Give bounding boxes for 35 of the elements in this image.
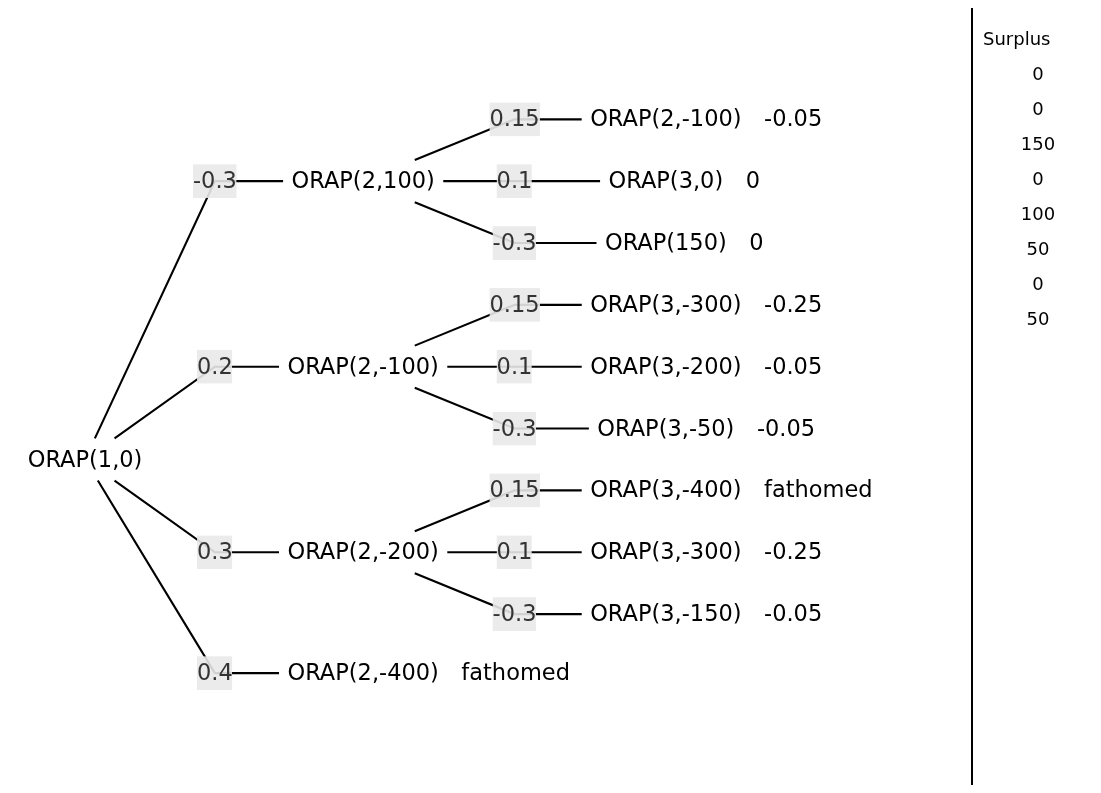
surplus-value: 50 — [1025, 238, 1051, 259]
state-label: ORAP(3,-150) — [590, 600, 742, 627]
value-label: -0.05 — [764, 600, 823, 627]
state-label: ORAP(2,100) — [291, 167, 435, 195]
surplus-value: 150 — [1019, 133, 1057, 154]
state-label: ORAP(1,0) — [27, 445, 143, 473]
value-label: -0.25 — [764, 291, 823, 318]
state-label: ORAP(3,-400) — [590, 476, 742, 504]
branch-line — [96, 480, 279, 675]
branch-line — [93, 180, 284, 440]
state-label: ORAP(3,0) — [608, 167, 724, 195]
value-label: 0 — [745, 167, 760, 195]
state-label: ORAP(3,-300) — [590, 291, 742, 318]
value-label: -0.05 — [756, 414, 816, 442]
state-label: ORAP(2,-100) — [287, 352, 439, 380]
value-label: -0.05 — [764, 352, 823, 380]
state-label: ORAP(2,-100) — [590, 105, 742, 133]
state-label: ORAP(2,-400) — [287, 659, 439, 687]
surplus-value: 100 — [1019, 203, 1057, 224]
state-label: ORAP(3,-200) — [590, 352, 742, 380]
state-label: ORAP(150) — [604, 229, 727, 256]
value-label: -0.25 — [764, 538, 823, 566]
value-label: 0 — [749, 229, 764, 256]
surplus-value: 0 — [1031, 273, 1045, 294]
surplus-value: 0 — [1031, 168, 1045, 189]
surplus-value: 50 — [1025, 308, 1051, 329]
surplus-value: 0 — [1031, 98, 1045, 119]
value-label: fathomed — [764, 476, 873, 504]
value-label: -0.05 — [764, 105, 823, 133]
value-label: fathomed — [461, 659, 570, 687]
state-label: ORAP(2,-200) — [287, 538, 439, 566]
state-label: ORAP(3,-50) — [597, 414, 735, 442]
surplus-value: 0 — [1031, 63, 1045, 84]
column-heading: Surplus — [983, 28, 1052, 49]
state-label: ORAP(3,-300) — [590, 538, 742, 566]
